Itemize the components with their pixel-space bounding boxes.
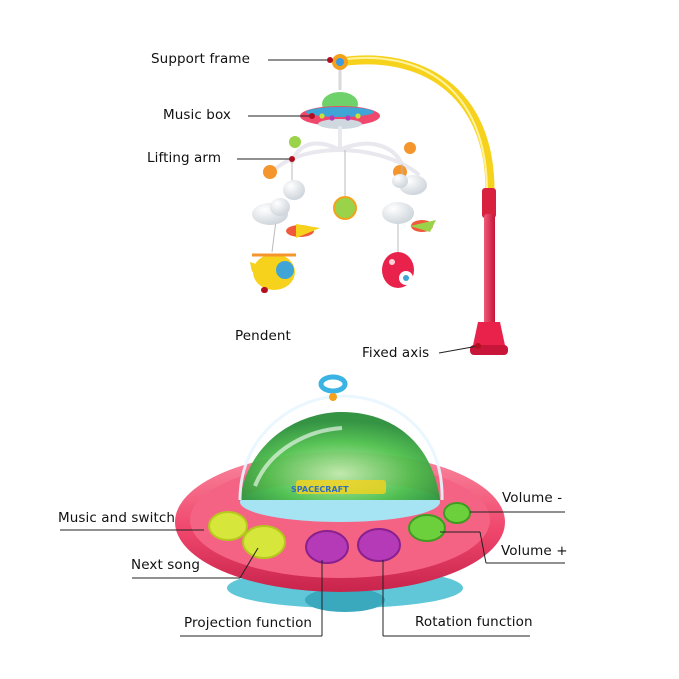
label-fixed-axis: Fixed axis: [362, 345, 430, 361]
marker-dots: [261, 57, 481, 349]
button-music-switch: [208, 511, 248, 541]
music-box-large: [175, 374, 505, 612]
label-pendent: Pendent: [235, 328, 291, 344]
button-projection: [305, 530, 349, 564]
button-volume-minus: [443, 502, 471, 524]
label-support-frame: Support frame: [151, 51, 250, 67]
arm-ball: [289, 136, 301, 148]
toy-print-text: SPACECRAFT: [291, 485, 349, 494]
music-box-small: [300, 92, 380, 129]
arm-ball: [404, 142, 416, 154]
pendent-cloud: [252, 174, 427, 225]
lifting-arms: [270, 126, 420, 176]
leader-lines: [60, 59, 565, 637]
hanger-ring: [332, 54, 348, 90]
pendent-helicopter: [250, 253, 296, 293]
label-music-and-switch: Music and switch: [58, 510, 176, 526]
fixed-axis-pole: [470, 188, 508, 355]
label-music-box: Music box: [163, 107, 232, 123]
label-volume-minus: Volume -: [502, 490, 563, 506]
support-frame-arm: [335, 55, 495, 195]
label-lifting-arm: Lifting arm: [147, 150, 222, 166]
pendent-ball: [333, 196, 357, 220]
label-projection-function: Projection function: [184, 615, 313, 631]
button-volume-plus: [408, 514, 446, 542]
pendent-airplane: [286, 220, 436, 238]
pendent-ladybug: [382, 252, 414, 288]
label-rotation-function: Rotation function: [415, 614, 533, 630]
label-next-song: Next song: [131, 557, 201, 573]
button-rotation: [357, 528, 401, 562]
button-next-song: [242, 525, 286, 559]
label-volume-plus: Volume +: [501, 543, 568, 559]
arm-ball: [263, 165, 277, 179]
